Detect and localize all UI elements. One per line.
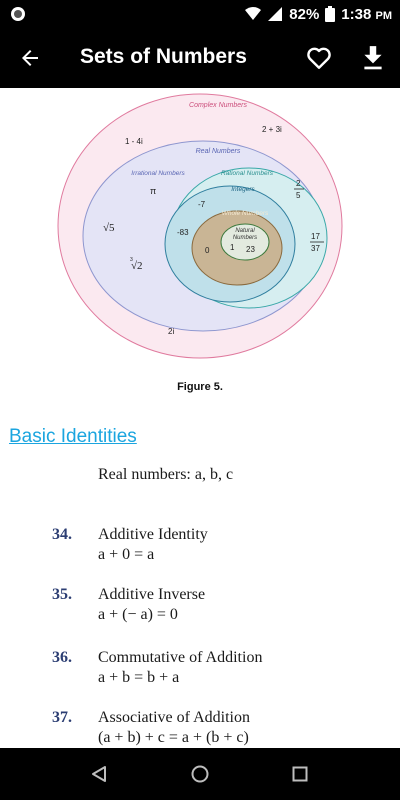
value-sqrt5: √5 <box>103 222 115 234</box>
system-nav-bar <box>0 748 400 800</box>
heart-icon[interactable] <box>306 46 332 70</box>
fraction-17-37-numerator: 17 <box>311 232 320 241</box>
fraction-17-37-denominator: 37 <box>311 244 320 253</box>
page-title: Sets of Numbers <box>80 45 247 68</box>
signal-icon <box>268 7 283 21</box>
value-23: 23 <box>246 245 255 254</box>
value-2i: 2i <box>168 327 174 336</box>
natural-numbers-label-2: Numbers <box>233 235 257 241</box>
identity-name: Associative of Addition <box>98 709 250 726</box>
identity-number: 35. <box>52 586 72 603</box>
value-2-plus-3i: 2 + 3i <box>262 125 282 134</box>
value-pi: π <box>150 186 156 196</box>
content-area[interactable]: Complex Numbers Real Numbers Irrational … <box>0 88 400 748</box>
value-cbrt2-index: 3 <box>130 257 133 263</box>
integers-label: Integers <box>231 186 255 193</box>
rational-numbers-label: Rational Numbers <box>221 170 274 177</box>
identity-number: 34. <box>52 526 72 543</box>
value-0: 0 <box>205 246 210 255</box>
identity-name: Commutative of Addition <box>98 649 263 666</box>
real-numbers-label: Real Numbers <box>196 148 241 155</box>
identity-name: Additive Identity <box>98 526 208 543</box>
identity-name: Additive Inverse <box>98 586 206 603</box>
home-circle-icon[interactable] <box>190 764 210 784</box>
identity-number: 36. <box>52 649 72 666</box>
whole-numbers-label: Whole Numbers <box>222 210 269 217</box>
back-arrow-icon[interactable] <box>18 46 42 70</box>
figure-caption: Figure 5. <box>177 381 223 393</box>
value-cbrt2: √2 <box>131 260 143 272</box>
basic-identities-link[interactable]: Basic Identities <box>9 426 137 447</box>
status-bar: 82% 1:38 PM <box>0 0 400 28</box>
download-icon[interactable] <box>360 44 386 72</box>
battery-icon <box>325 6 336 22</box>
wifi-icon <box>245 7 262 20</box>
venn-diagram-figure: Complex Numbers Real Numbers Irrational … <box>57 93 343 359</box>
complex-numbers-label: Complex Numbers <box>189 102 247 109</box>
value-1: 1 <box>230 243 235 252</box>
identity-formula: (a + b) + c = a + (b + c) <box>98 729 249 746</box>
irrational-numbers-label: Irrational Numbers <box>131 170 185 177</box>
value-neg83: -83 <box>177 228 189 237</box>
natural-numbers-label-1: Natural <box>235 228 255 234</box>
identity-formula: a + b = b + a <box>98 669 180 686</box>
battery-percent: 82% <box>289 5 320 23</box>
value-neg7: -7 <box>198 200 206 209</box>
clock: 1:38 PM <box>341 5 392 23</box>
natural-numbers-set <box>220 223 270 261</box>
identity-formula: a + (− a) = 0 <box>98 606 178 623</box>
value-1-minus-4i: 1 - 4i <box>125 137 143 146</box>
fraction-2-5-numerator: 2 <box>296 179 301 188</box>
notification-dot-icon <box>11 7 25 21</box>
identity-formula: a + 0 = a <box>98 546 155 563</box>
back-triangle-icon[interactable] <box>89 764 109 784</box>
identity-number: 37. <box>52 709 72 726</box>
fraction-2-5-denominator: 5 <box>296 191 301 200</box>
status-right: 82% 1:38 PM <box>245 5 392 23</box>
real-numbers-note: Real numbers: a, b, c <box>98 466 234 483</box>
app-bar: Sets of Numbers <box>0 28 400 88</box>
recents-square-icon[interactable] <box>290 764 310 784</box>
